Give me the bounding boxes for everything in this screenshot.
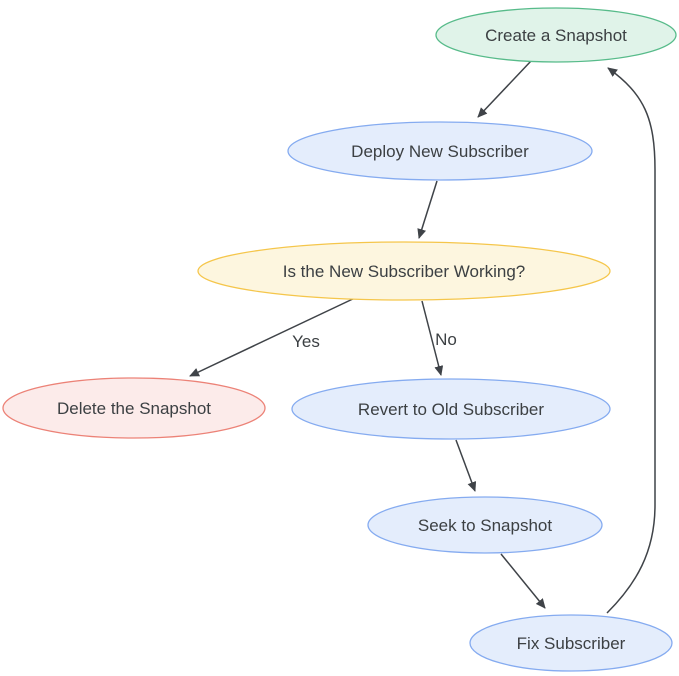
node-fix-subscriber: Fix Subscriber <box>469 614 673 672</box>
edges-layer <box>189 60 656 614</box>
edge-label-yes: Yes <box>292 332 320 351</box>
edge-working-to-delete-yes <box>189 296 358 377</box>
edge-create-to-deploy <box>477 60 532 118</box>
edge-fix-to-create-return <box>606 67 656 614</box>
node-revert-old-subscriber: Revert to Old Subscriber <box>291 378 611 440</box>
node-seek-to-snapshot-label: Seek to Snapshot <box>418 516 552 535</box>
node-is-working-label: Is the New Subscriber Working? <box>283 262 526 281</box>
nodes-layer: Create a Snapshot Deploy New Subscriber … <box>2 7 677 672</box>
node-create-snapshot-label: Create a Snapshot <box>485 26 627 45</box>
edge-label-no: No <box>435 330 457 349</box>
node-fix-subscriber-label: Fix Subscriber <box>517 634 626 653</box>
node-delete-snapshot-shape <box>2 377 266 439</box>
node-delete-snapshot-label: Delete the Snapshot <box>57 399 211 418</box>
node-deploy-new-subscriber-label: Deploy New Subscriber <box>351 142 529 161</box>
edge-working-to-revert-no <box>421 300 444 376</box>
edge-revert-to-seek <box>455 439 477 492</box>
node-is-working-shape <box>197 241 611 301</box>
node-create-snapshot: Create a Snapshot <box>435 7 677 63</box>
node-revert-old-subscriber-shape <box>291 378 611 440</box>
edge-seek-to-fix <box>500 553 546 609</box>
node-seek-to-snapshot: Seek to Snapshot <box>367 496 603 554</box>
edge-labels-layer: Yes No <box>292 330 457 351</box>
node-seek-to-snapshot-shape <box>367 496 603 554</box>
node-create-snapshot-shape <box>435 7 677 63</box>
edge-deploy-to-working <box>417 180 438 239</box>
node-deploy-new-subscriber: Deploy New Subscriber <box>287 121 593 181</box>
node-delete-snapshot: Delete the Snapshot <box>2 377 266 439</box>
node-deploy-new-subscriber-shape <box>287 121 593 181</box>
node-is-working: Is the New Subscriber Working? <box>197 241 611 301</box>
node-fix-subscriber-shape <box>469 614 673 672</box>
node-revert-old-subscriber-label: Revert to Old Subscriber <box>358 400 544 419</box>
